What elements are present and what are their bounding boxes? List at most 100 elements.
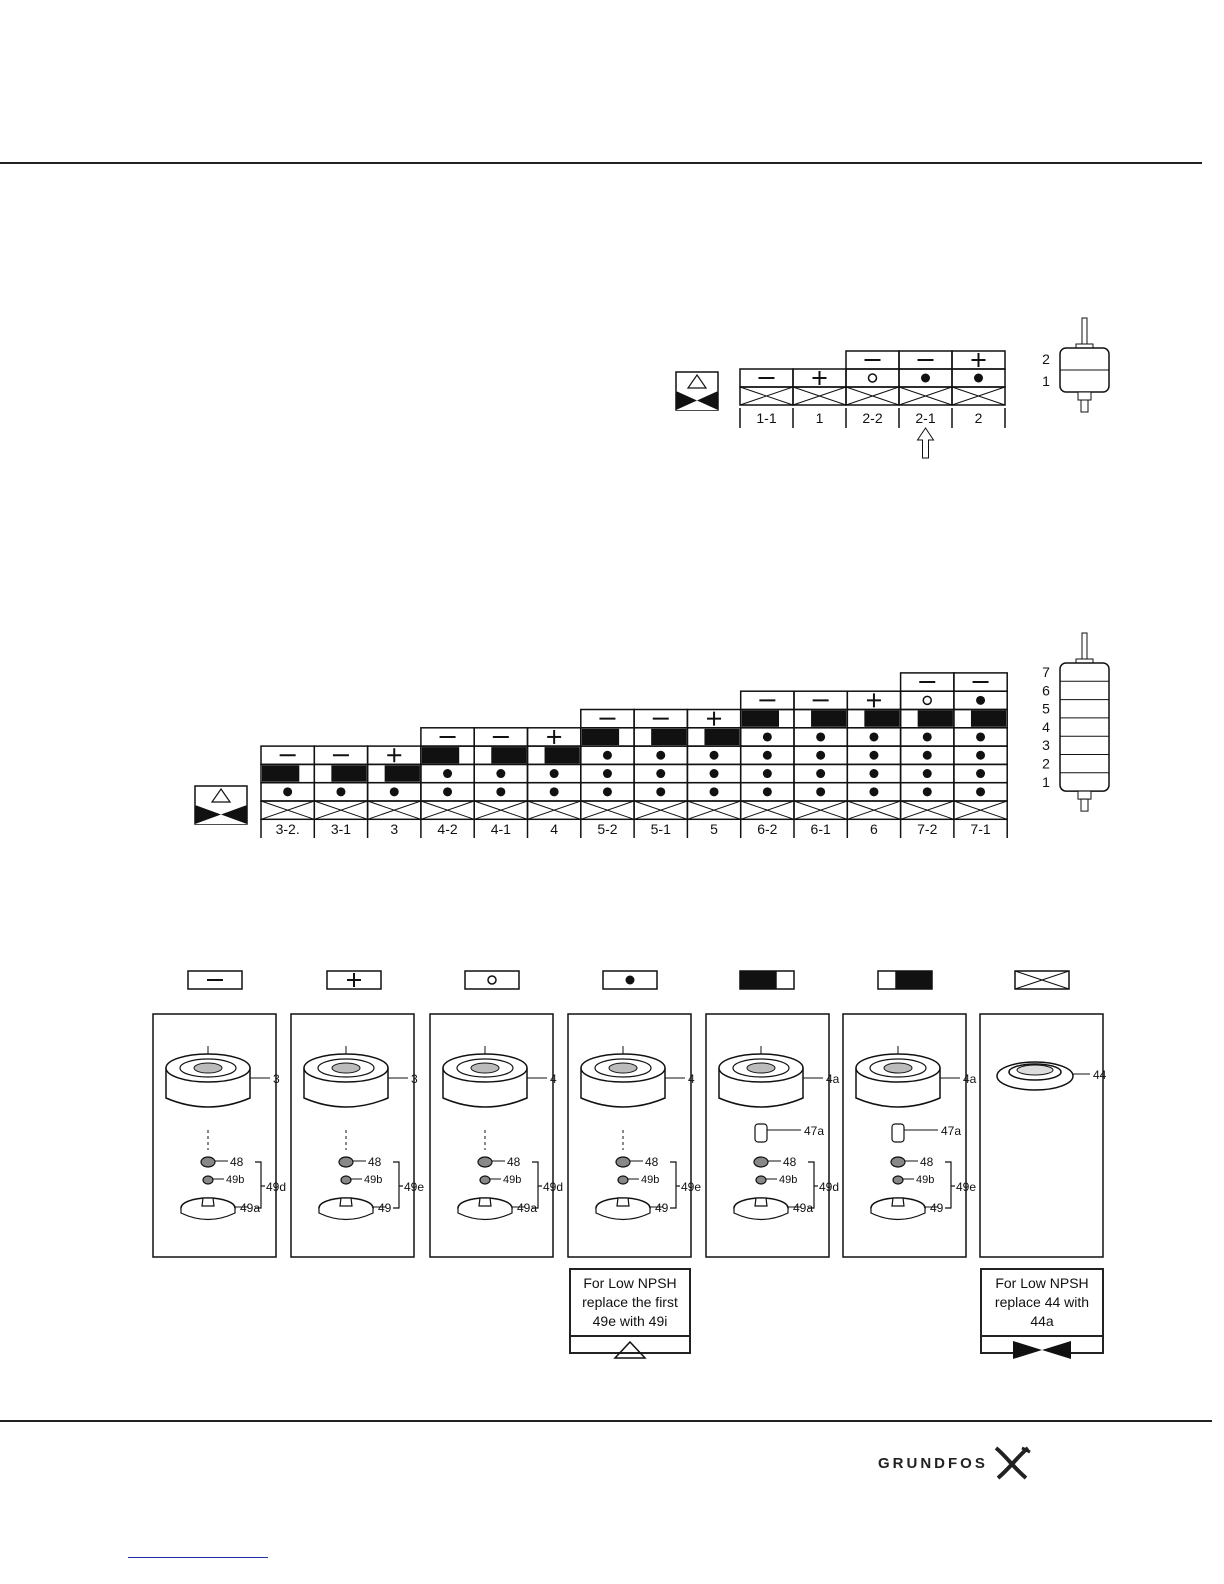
stage-label: 7-1 (970, 821, 990, 837)
block-right-icon (895, 971, 932, 989)
dot-icon (763, 732, 772, 741)
block-right-icon (918, 711, 953, 727)
assembly-label: 49d (266, 1180, 286, 1194)
dot-icon (626, 976, 635, 985)
part-label: 4 (550, 1072, 557, 1086)
cross-icon (847, 801, 900, 819)
dot-icon (443, 769, 452, 778)
plus-icon (387, 748, 401, 762)
dot-icon (390, 787, 399, 796)
cross-icon (687, 801, 740, 819)
dot-icon (816, 751, 825, 760)
pump-stage-number: 7 (1042, 664, 1050, 680)
cross-icon (740, 387, 793, 405)
part-label: 47a (804, 1124, 824, 1138)
dot-icon (336, 787, 345, 796)
nut-icon (478, 1157, 492, 1167)
dot-icon (921, 374, 930, 383)
pump-outlet (1081, 400, 1088, 412)
part-box (153, 1014, 276, 1257)
dot-icon (283, 787, 292, 796)
stage-label: 5-2 (597, 821, 617, 837)
pump-stage-number: 5 (1042, 701, 1050, 717)
low-npsh-note-impeller: For Low NPSH replace the first 49e with … (569, 1268, 691, 1354)
dot-icon (550, 787, 559, 796)
block-right-icon (331, 765, 366, 781)
cone-icon (480, 1176, 490, 1184)
dot-icon (710, 751, 719, 760)
part-label: 48 (507, 1155, 521, 1169)
dot-icon (763, 787, 772, 796)
stage-label: 2-1 (915, 410, 935, 426)
stage-column: 2-1 (899, 351, 952, 428)
stage-column: 3 (368, 746, 421, 838)
bearing-icon (892, 1124, 904, 1142)
part-label: 3 (273, 1072, 280, 1086)
plus-icon (813, 371, 827, 385)
stage-column: 6-2 (741, 691, 794, 838)
cross-icon (741, 801, 794, 819)
stage-label: 6 (870, 821, 878, 837)
impeller-icon (458, 1198, 512, 1220)
dot-icon (816, 732, 825, 741)
dot-icon (974, 374, 983, 383)
part-label: 49 (655, 1201, 669, 1215)
part-label: 48 (368, 1155, 382, 1169)
pump-stage-number: 2 (1042, 351, 1050, 367)
block-right-icon (385, 765, 420, 781)
block-left-icon (740, 971, 777, 989)
pump-body (1060, 663, 1109, 791)
nut-icon (891, 1157, 905, 1167)
symbol-frame (465, 971, 519, 989)
block-right-icon (651, 729, 686, 745)
assembly-label: 49e (404, 1180, 424, 1194)
dot-icon (869, 787, 878, 796)
part-label: 48 (645, 1155, 659, 1169)
stage-column: 7-2 (901, 673, 954, 838)
low-npsh-note-impeller-text: For Low NPSH replace the first 49e with … (571, 1270, 689, 1335)
stage-label: 2 (975, 410, 983, 426)
block-right-icon (704, 729, 739, 745)
block-right-icon (545, 747, 580, 763)
dot-icon (976, 787, 985, 796)
cross-icon (368, 801, 421, 819)
nut-icon (754, 1157, 768, 1167)
dot-icon (656, 769, 665, 778)
dot-icon (710, 787, 719, 796)
part-box (980, 1014, 1103, 1257)
cross-icon (474, 801, 527, 819)
part-label: 48 (783, 1155, 797, 1169)
block-left-icon (742, 711, 779, 727)
part-label: 49b (364, 1174, 382, 1186)
part-label: 48 (230, 1155, 244, 1169)
page-link-underline (128, 1557, 268, 1558)
legend-item: 44 (980, 971, 1107, 1257)
stage-column: 7-1 (954, 673, 1007, 838)
part-label: 4a (963, 1072, 977, 1086)
stage-column: 4-1 (474, 728, 527, 838)
stage-column: 3-2. (261, 746, 314, 838)
dot-icon (869, 751, 878, 760)
stage-column: 1 (793, 369, 846, 428)
stage-label: 3-2. (276, 821, 300, 837)
triangle-icon (571, 1335, 689, 1363)
dot-icon (976, 769, 985, 778)
stage-column: 5 (687, 710, 740, 839)
impeller-icon (596, 1198, 650, 1220)
impeller-icon (871, 1198, 925, 1220)
stage-label: 6-1 (811, 821, 831, 837)
nut-icon (616, 1157, 630, 1167)
dot-icon (763, 769, 772, 778)
assembly-label: 49d (819, 1180, 839, 1194)
cross-icon (952, 387, 1005, 405)
block-right-icon (491, 747, 526, 763)
dot-icon (763, 751, 772, 760)
part-label: 4a (826, 1072, 840, 1086)
